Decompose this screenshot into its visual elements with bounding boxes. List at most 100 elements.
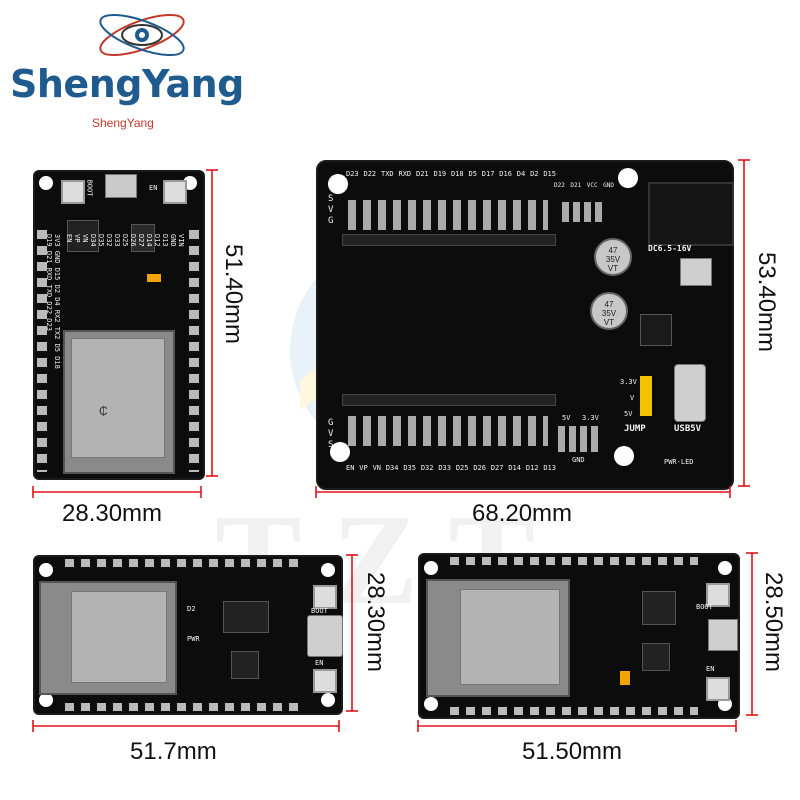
devkit-vertical-board: BOOT EN 3V3 GND D15 D2 D4 RX2 TX2 D5 D18… xyxy=(33,170,205,480)
pin-label: D15 xyxy=(543,170,556,178)
gvs-bottom-labels: G V S xyxy=(328,418,333,451)
en-button xyxy=(163,180,187,204)
top-pin-header xyxy=(348,200,548,230)
usb5v-label: USB5V xyxy=(674,424,702,434)
module-shield xyxy=(460,589,560,685)
micro-usb-connector xyxy=(680,258,712,286)
pin-label: D32 xyxy=(420,464,434,472)
pwr-label: PWR xyxy=(187,635,200,643)
bottom-pin-row xyxy=(450,707,698,715)
jump-label: JUMP xyxy=(624,424,646,434)
en-label: EN xyxy=(706,665,715,673)
pin-label: D27 xyxy=(490,464,504,472)
pin-label: EN xyxy=(346,464,355,472)
usb-c-board: BOOT EN PWR D2 xyxy=(33,555,343,715)
shield-height-label: 53.40mm xyxy=(753,252,780,353)
power-pin-label: D21 xyxy=(570,182,582,189)
gvs-label: G xyxy=(328,418,334,428)
pin-label: D19 xyxy=(433,170,447,178)
boot-button xyxy=(61,180,85,204)
usb-uart-chip xyxy=(642,591,676,625)
orange-capacitor xyxy=(620,671,630,685)
pin-label: D18 xyxy=(451,170,464,178)
shield-board: D23 D22 TXD RXD D21 D19 D18 D5 D17 D16 D… xyxy=(316,160,734,490)
en-button xyxy=(706,677,730,701)
label-5v: 5V xyxy=(624,410,633,418)
top-pin-row xyxy=(65,559,305,567)
boot-label: BOOT xyxy=(696,603,713,611)
power-pin-label: VCC xyxy=(586,182,598,189)
power-pin-label: GND xyxy=(603,182,614,189)
micro-usb-board-height-label: 28.50mm xyxy=(760,572,787,673)
brand-logo-icon xyxy=(92,8,192,62)
pin-label: D17 xyxy=(481,170,495,178)
pin-label: RXD xyxy=(398,170,412,178)
mounting-hole xyxy=(424,697,438,711)
pin-label: D4 xyxy=(516,170,526,178)
pin-label: D2 xyxy=(530,170,539,178)
header-5v-label: 5V xyxy=(562,414,571,422)
bottom-pin-row xyxy=(65,703,305,711)
orange-capacitor xyxy=(147,274,161,282)
pin-label: D22 xyxy=(363,170,377,178)
label-v: V xyxy=(630,394,635,402)
mounting-hole xyxy=(614,446,634,466)
gvs-label: V xyxy=(328,205,334,215)
label-3v3: 3.3V xyxy=(620,378,637,386)
power-pin-label: D22 xyxy=(554,182,565,189)
gnd-label: GND xyxy=(572,456,585,464)
left-pin-row xyxy=(37,230,47,472)
power-header-labels: D22 D21 VCC GND xyxy=(554,182,614,189)
usb-c-connector xyxy=(674,364,706,422)
boot-button xyxy=(313,585,337,609)
d2-label: D2 xyxy=(187,605,196,613)
en-button xyxy=(313,669,337,693)
mounting-hole xyxy=(618,168,638,188)
pin-label: D5 xyxy=(468,170,477,178)
small-power-header xyxy=(558,426,602,452)
left-pin-labels: 3V3 GND D15 D2 D4 RX2 TX2 D5 D18 D19 D21… xyxy=(45,234,61,369)
pin-label: D34 xyxy=(385,464,399,472)
pin-label: D16 xyxy=(499,170,512,178)
pin-label: VN xyxy=(372,464,381,472)
capacitor-top: 47 35V VT xyxy=(594,238,632,276)
gvs-label: S xyxy=(328,440,334,450)
regulator-chip xyxy=(231,651,259,679)
capacitor-bottom: 47 35V VT xyxy=(590,292,628,330)
dc-input-label: DC6.5-16V xyxy=(648,244,692,253)
pin-label: D25 xyxy=(455,464,469,472)
bottom-pin-header xyxy=(348,416,548,446)
gvs-label: V xyxy=(328,429,334,439)
pin-label: VP xyxy=(359,464,368,472)
mounting-hole xyxy=(321,693,335,707)
mounting-hole xyxy=(39,563,53,577)
gvs-label: S xyxy=(328,194,334,204)
mounting-hole xyxy=(424,561,438,575)
pin-label: TXD xyxy=(381,170,394,178)
usb-c-board-height-label: 28.30mm xyxy=(362,572,389,673)
en-label: EN xyxy=(149,184,158,192)
pwr-led-label: PWR-LED xyxy=(664,458,694,466)
mounting-hole xyxy=(39,693,53,707)
regulator-chip xyxy=(642,643,670,671)
devkit-width-label: 28.30mm xyxy=(62,500,163,527)
pin-label: D13 xyxy=(543,464,556,472)
uart-chip xyxy=(223,601,269,633)
pin-label: D23 xyxy=(346,170,359,178)
brand-name: ShengYang xyxy=(10,62,244,106)
boot-label: BOOT xyxy=(311,607,328,615)
pin-label: D26 xyxy=(473,464,486,472)
pin-label: D14 xyxy=(508,464,521,472)
module-shield xyxy=(71,591,167,683)
esp32-module xyxy=(39,581,177,695)
dc-jack xyxy=(648,182,734,246)
micro-usb-connector xyxy=(105,174,137,198)
voltage-regulator xyxy=(640,314,672,346)
right-pin-labels: VIN GND D13 D12 D14 D27 D26 D25 D33 D32 … xyxy=(65,234,185,247)
bottom-pin-labels: EN VP VN D34 D35 D32 D33 D25 D26 D27 D14… xyxy=(346,464,556,472)
esp32-module: ₵ xyxy=(63,330,175,474)
shield-width-label: 68.20mm xyxy=(472,500,573,527)
pin-label: D12 xyxy=(525,464,539,472)
top-pin-labels: D23 D22 TXD RXD D21 D19 D18 D5 D17 D16 D… xyxy=(346,170,556,178)
top-pin-row xyxy=(450,557,698,565)
